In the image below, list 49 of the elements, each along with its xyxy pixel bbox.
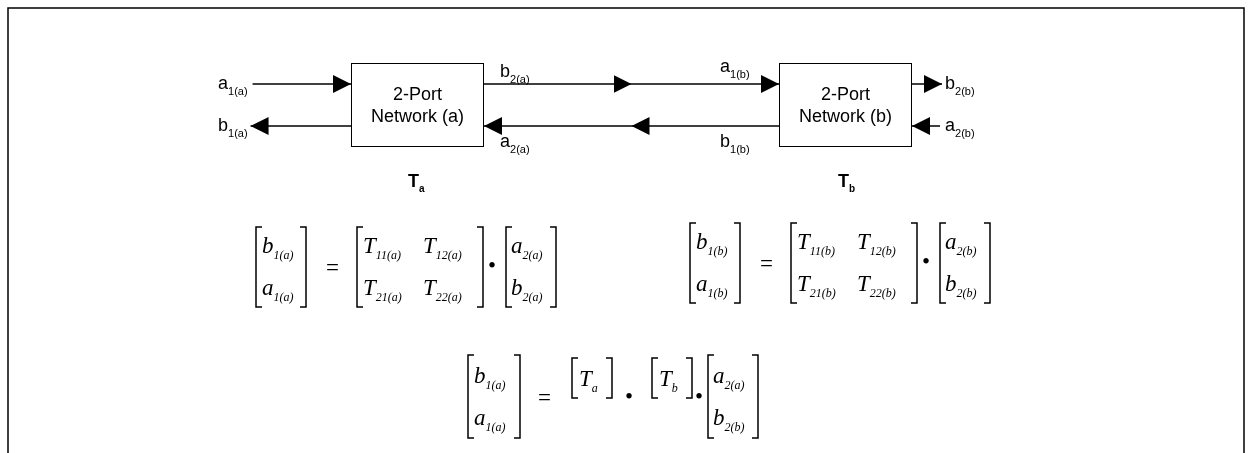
math-operator: =: [538, 386, 551, 409]
math-operator: =: [760, 252, 773, 275]
math-operator: •: [695, 385, 704, 408]
matrix-entry: T$_{22(b)}$: [857, 272, 896, 299]
matrix-entry: T$_{12(a)}$: [423, 234, 462, 261]
matrix-entry: b$_{1(a)}$: [474, 364, 506, 391]
arrow: [483, 75, 780, 93]
math-operator: •: [922, 250, 931, 273]
arrow: [911, 75, 943, 93]
signal-label: b$_{1(b)}$: [720, 132, 750, 155]
matrix-name: T$_{a}$: [408, 172, 425, 194]
network-box: [351, 63, 484, 147]
network-label: 2-Port Network (b): [798, 82, 893, 128]
signal-label: a$_{1(b)}$: [720, 57, 750, 80]
matrix-entry: a$_{2(a)}$: [511, 234, 543, 261]
matrix-entry: a$_{1(b)}$: [696, 272, 728, 299]
matrix-entry: T$_{21(b)}$: [797, 272, 836, 299]
matrix-entry: T$_{21(a)}$: [363, 276, 402, 303]
matrix-name: T$_{b}$: [838, 172, 856, 194]
signal-label: a$_{1(a)}$: [218, 74, 248, 97]
matrix-entry: b$_{2(a)}$: [511, 276, 543, 303]
network-box: [779, 63, 912, 147]
matrix-entry: T$_{11(b)}$: [797, 230, 835, 257]
math-operator: •: [625, 385, 634, 408]
arrow: [911, 117, 941, 135]
math-operator: =: [326, 256, 339, 279]
matrix-entry: b$_{1(a)}$: [262, 234, 294, 261]
matrix-entry: b$_{2(b)}$: [713, 406, 745, 433]
signal-label: a$_{2(b)}$: [945, 116, 975, 139]
matrix-entry: T$_{11(a)}$: [363, 234, 401, 261]
matrix-entry: T$_{12(b)}$: [857, 230, 896, 257]
network-label: 2-Port Network (a): [370, 82, 465, 128]
signal-label: b$_{2(b)}$: [945, 74, 975, 97]
signal-label: b$_{1(a)}$: [218, 116, 248, 139]
matrix-entry: T$_{22(a)}$: [423, 276, 462, 303]
math-operator: •: [488, 254, 497, 277]
matrix-entry: T$_{a}$: [579, 367, 598, 394]
arrow: [251, 75, 352, 93]
matrix-entry: b$_{1(b)}$: [696, 230, 728, 257]
arrow: [483, 117, 780, 135]
matrix-entry: a$_{1(a)}$: [262, 276, 294, 303]
arrow: [249, 117, 352, 135]
matrix-entry: T$_{b}$: [659, 367, 678, 394]
signal-label: b$_{2(a)}$: [500, 62, 530, 85]
matrix-entry: a$_{1(a)}$: [474, 406, 506, 433]
matrix-entry: a$_{2(b)}$: [945, 230, 977, 257]
matrix-entry: a$_{2(a)}$: [713, 364, 745, 391]
signal-label: a$_{2(a)}$: [500, 132, 530, 155]
matrix-entry: b$_{2(b)}$: [945, 272, 977, 299]
